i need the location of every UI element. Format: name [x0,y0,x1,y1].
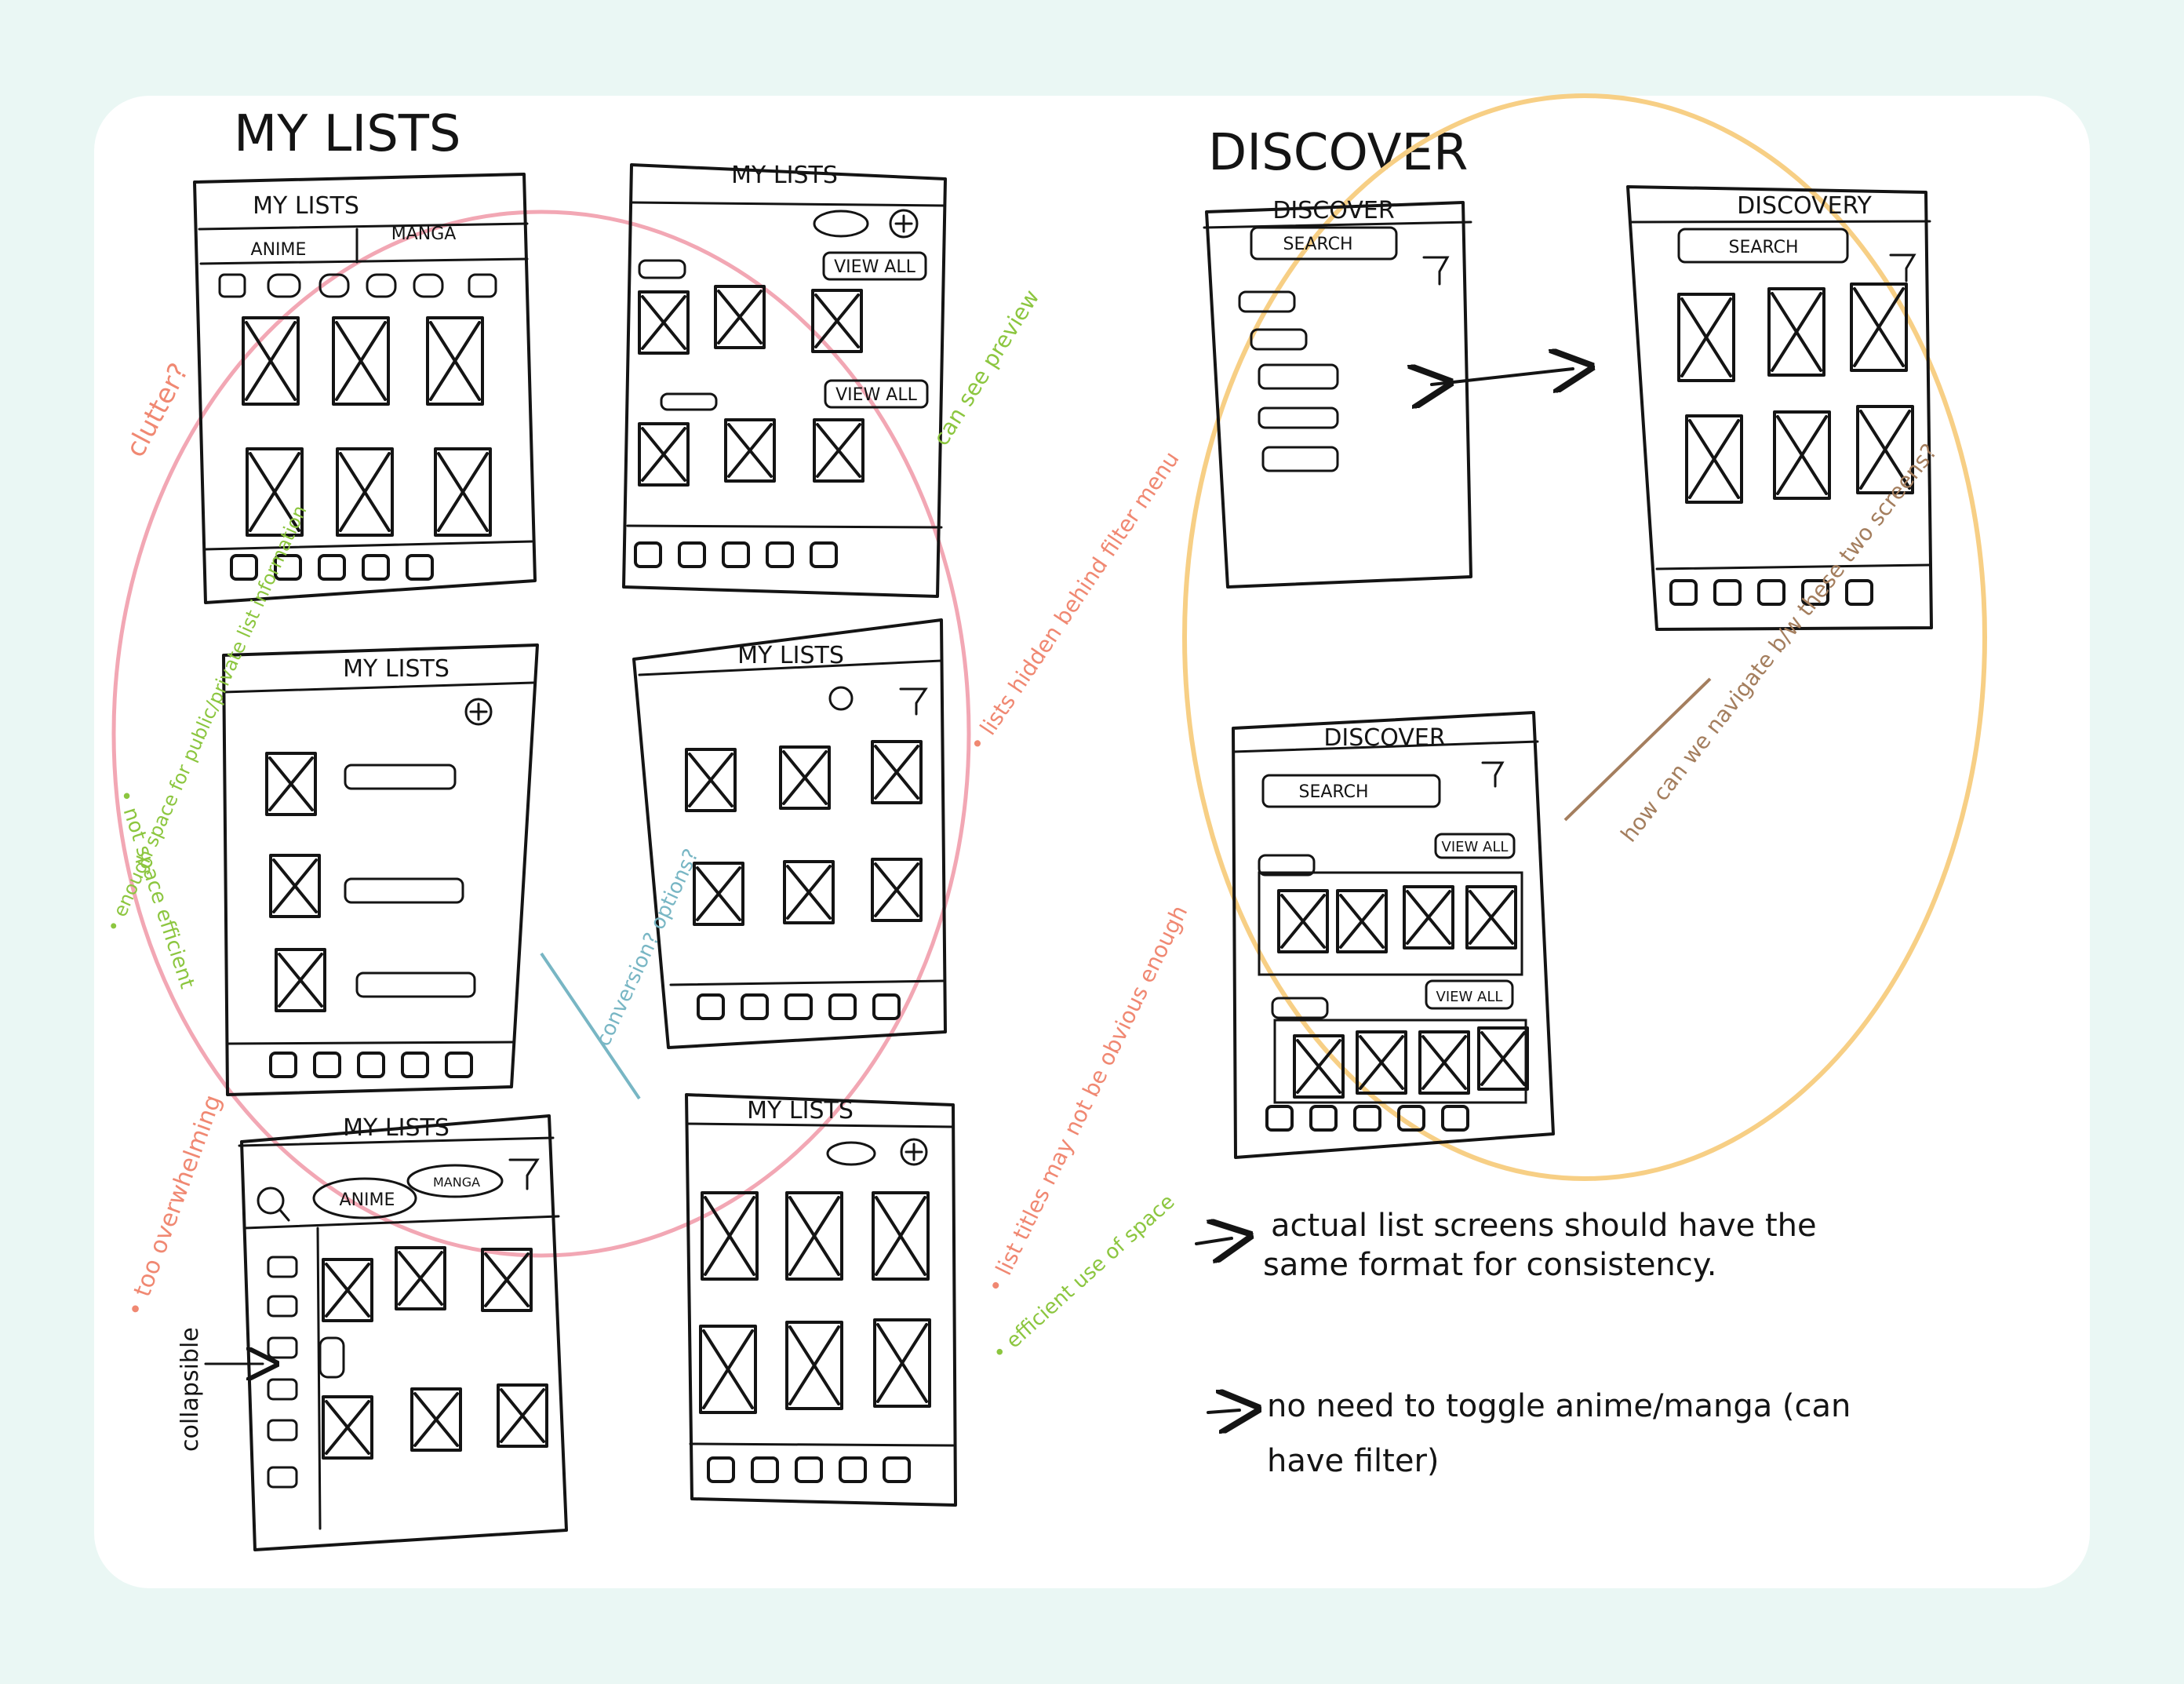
tab-manga: MANGA [433,1175,480,1190]
sketch-screen-my-lists-stacked: MY LISTS [685,1093,957,1507]
tab-manga: MANGA [391,224,457,244]
search-icon [257,1186,285,1215]
screen-title: MY LISTS [253,192,359,220]
filter-icon [508,1158,540,1190]
discover-section-title: DISCOVER [1208,124,1468,182]
note-toggle-line2: have filter) [1267,1443,1440,1479]
navigate-question-arrow [1563,677,1712,822]
note-consistency-line2: same format for consistency. [1263,1247,1716,1283]
filter-icon [899,687,928,716]
note-how-navigate: how can we navigate b/w these two screen… [1616,439,1943,847]
screen-title: MY LISTS [747,1097,854,1124]
filter-icon [1481,761,1505,788]
note-list-titles: • list titles may not be obvious enough [982,902,1193,1298]
my-lists-section-title: MY LISTS [234,105,461,163]
tab-anime: ANIME [340,1190,395,1210]
sketch-screen-discover-rows: DISCOVER SEARCH VIEW ALL VIEW ALL [1232,711,1555,1159]
toggle-icon [826,1141,876,1166]
toggle-icon [828,686,854,711]
note-can-see-preview: can see preview [928,285,1045,450]
screen-title: MY LISTS [731,162,838,189]
plus-icon [889,209,919,239]
conversion-arrow [540,952,641,1100]
screen-title: MY LISTS [343,1114,450,1142]
search-label: SEARCH [1283,235,1352,254]
search-label: SEARCH [1728,238,1798,257]
sketch-screen-my-lists-tabs: MY LISTS ANIME MANGA [193,173,537,604]
tab-anime: ANIME [251,240,307,260]
sketch-screen-my-lists-sidebar: MY LISTS ANIME MANGA [238,1114,568,1551]
screen-title: MY LISTS [343,655,450,683]
filter-icon [1889,253,1916,282]
note2-arrow [1207,1410,1239,1412]
screen-title: DISCOVERY [1737,192,1872,220]
filter-icon [1422,256,1450,286]
note-lists-hidden: • lists hidden behind filter menu [963,447,1184,756]
note-enough-space: • enough space for public/private list i… [102,502,311,936]
view-all-label: VIEW ALL [835,385,917,405]
note-consistency-line1: actual list screens should have the [1271,1208,1817,1244]
screen-title: MY LISTS [737,642,844,669]
view-all-label: VIEW ALL [1442,839,1509,855]
screen-title: DISCOVER [1272,197,1394,224]
sketch-screen-discover-menu: DISCOVER SEARCH [1203,197,1472,589]
toggle-icon [813,210,869,238]
plus-icon [464,698,493,726]
screen-title: DISCOVER [1323,724,1445,752]
search-label: SEARCH [1298,782,1368,802]
sketch-screen-my-lists-rows: MY LISTS [222,643,539,1096]
note-too-overwhelming: • too overwhelming [122,1092,228,1321]
sketch-screen-discovery-grid: DISCOVERY SEARCH [1626,185,1933,631]
plus-icon [900,1138,928,1166]
navigate-arrow [1432,369,1573,385]
note-toggle-line1: no need to toggle anime/manga (can [1267,1388,1851,1424]
note1-arrow [1195,1238,1232,1244]
my-lists-group-circle [111,210,971,1258]
sketch-screen-my-lists-filter: MY LISTS [632,618,947,1049]
view-all-label: VIEW ALL [1436,989,1503,1005]
note-conversion: conversion? options? [592,845,704,1050]
sketch-screen-my-lists-preview: MY LISTS VIEW ALL VIEW ALL [622,162,947,598]
note-collapsible: collapsible [177,1327,204,1452]
discover-group-circle [1182,93,1987,1181]
view-all-label: VIEW ALL [834,257,915,277]
